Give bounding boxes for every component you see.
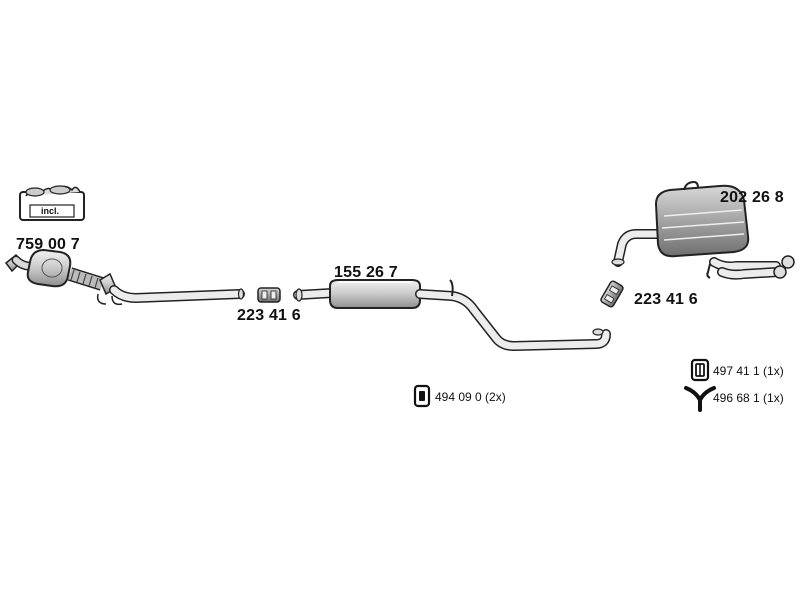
kit-badge-label: incl. (41, 206, 60, 216)
y-hanger-icon (684, 386, 716, 412)
rear-silencer-part-number: 202 26 8 (720, 189, 784, 206)
clamp-left-icon (257, 287, 281, 303)
gasket-kit-icon (19, 185, 85, 221)
clamp-right-part-number: 223 41 6 (634, 291, 698, 308)
rubber-mount-a-label: 494 09 0 (2x) (435, 390, 506, 404)
rubber-mount-icon (413, 384, 431, 408)
clamp-left-part-number: 223 41 6 (237, 307, 301, 324)
clamp-right-icon (600, 280, 624, 308)
middle-silencer-assembly (293, 279, 611, 351)
rubber-mount-b-label: 497 41 1 (1x) (713, 364, 784, 378)
flex-pipe (67, 267, 105, 291)
rear-silencer-assembly (611, 180, 795, 280)
catalyst-part-number: 759 00 7 (16, 236, 80, 253)
hanger-label: 496 68 1 (1x) (713, 391, 784, 405)
rubber-mount-icon (690, 358, 710, 382)
middle-silencer-part-number: 155 26 7 (334, 264, 398, 281)
catalytic-converter-assembly (4, 248, 245, 306)
